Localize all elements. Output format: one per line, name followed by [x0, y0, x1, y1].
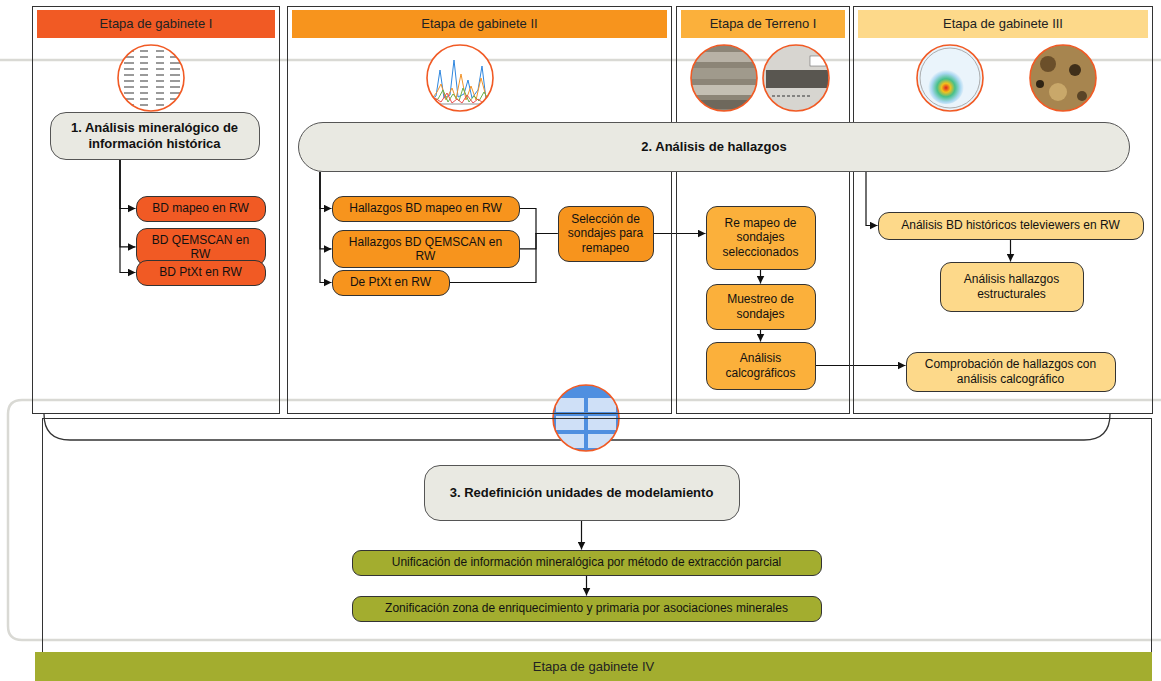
stage-title: Etapa de gabinete II	[421, 16, 537, 32]
process-box: Análisis calcográficos	[706, 342, 816, 390]
process-label: Análisis hallazgos estructurales	[949, 272, 1075, 301]
process-label: Zonificación zona de enriquecimiento y p…	[385, 601, 788, 615]
process-label: Comprobación de hallazgos con análisis c…	[915, 357, 1107, 386]
stage-title: Etapa de gabinete IV	[533, 659, 654, 675]
process-label: Hallazgos BD QEMSCAN en RW	[341, 235, 511, 264]
flow-arrow	[581, 521, 582, 550]
core-photo	[690, 45, 758, 111]
process-label: Hallazgos BD mapeo en RW	[349, 201, 502, 215]
process-box: Análisis BD históricos televiewers en RW	[878, 212, 1144, 240]
flow-arrow	[760, 270, 761, 284]
process-label: BD mapeo en RW	[152, 201, 249, 215]
flow-arrow	[120, 160, 136, 209]
flow-arrow	[586, 576, 587, 596]
flow-arrow	[120, 160, 136, 247]
stage-title: Etapa de Terreno I	[710, 16, 817, 32]
stage-panel: Etapa de Terreno I Re mapeo de sondajes s…	[676, 6, 850, 414]
flow-arrow	[816, 365, 906, 366]
core-photo	[762, 45, 830, 111]
phase-box: 2. Análisis de hallazgos	[298, 122, 1130, 172]
stage-panel: Etapa de gabinete I 1. Análisis mineralóg…	[32, 6, 280, 414]
process-box: Unificación de información mineralógica …	[352, 550, 822, 576]
flow-arrow	[320, 172, 332, 283]
stage-header: Etapa de gabinete II	[292, 10, 667, 38]
phase-title: 2. Análisis de hallazgos	[641, 139, 786, 155]
flow-arrow	[320, 172, 332, 249]
flow-arrow	[654, 233, 706, 234]
flow-arrow	[320, 172, 332, 209]
process-label: BD PtXt en RW	[159, 265, 241, 279]
stage-header: Etapa de gabinete I	[37, 10, 275, 38]
connector-line	[520, 209, 558, 234]
process-label: Re mapeo de sondajes seleccionados	[715, 216, 807, 259]
phase-box: 1. Análisis mineralógico de información …	[50, 112, 260, 160]
process-label: Análisis calcográficos	[715, 351, 807, 380]
stage-header: Etapa de Terreno I	[681, 10, 845, 38]
process-box: Hallazgos BD mapeo en RW	[332, 196, 520, 222]
process-label: Unificación de información mineralógica …	[392, 555, 782, 569]
process-label: De PtXt en RW	[350, 275, 431, 289]
process-label: Muestreo de sondajes	[715, 292, 807, 321]
process-box: Análisis hallazgos estructurales	[940, 262, 1084, 312]
process-label: Selección de sondajes para remapeo	[567, 212, 645, 255]
phase-box: 3. Redefinición unidades de modelamiento	[424, 465, 740, 521]
stage-panel: Etapa de gabinete III Análisis BD históri…	[853, 6, 1153, 414]
process-box: Muestreo de sondajes	[706, 284, 816, 330]
stage-title: Etapa de gabinete III	[943, 16, 1063, 32]
phase-title: 3. Redefinición unidades de modelamiento	[450, 485, 714, 501]
stage-panel: Etapa de gabinete II Hallazgos BD mapeo e…	[287, 6, 672, 414]
flow-arrow	[1010, 240, 1011, 262]
flow-arrow	[120, 160, 136, 273]
table-thumbnail	[118, 45, 184, 111]
stage-panel: Etapa de gabinete IV 3. Redefinición unid…	[42, 418, 1152, 681]
process-box: Comprobación de hallazgos con análisis c…	[906, 352, 1116, 392]
stage-title: Etapa de gabinete I	[100, 16, 213, 32]
background-band	[0, 60, 1161, 640]
stage-header: Etapa de gabinete IV	[35, 652, 1152, 681]
flow-arrow	[760, 330, 761, 342]
process-box: Zonificación zona de enriquecimiento y p…	[352, 596, 822, 622]
chart-thumbnail	[427, 45, 493, 111]
process-box: De PtXt en RW	[332, 270, 450, 296]
process-box: Hallazgos BD QEMSCAN en RW	[332, 230, 520, 269]
process-box: Re mapeo de sondajes seleccionados	[706, 206, 816, 270]
process-label: BD QEMSCAN en RW	[145, 233, 257, 262]
process-label: Análisis BD históricos televiewers en RW	[901, 218, 1120, 232]
phase-title: 1. Análisis mineralógico de información …	[59, 120, 251, 151]
process-box: Selección de sondajes para remapeo	[558, 206, 654, 262]
process-box: BD mapeo en RW	[136, 196, 266, 222]
stage-header: Etapa de gabinete III	[858, 10, 1148, 38]
stereonet-thumbnail	[917, 45, 983, 111]
connector-line	[520, 234, 558, 249]
process-box: BD PtXt en RW	[136, 260, 266, 286]
micrograph-thumbnail	[1030, 45, 1096, 111]
flow-arrow	[866, 172, 878, 226]
